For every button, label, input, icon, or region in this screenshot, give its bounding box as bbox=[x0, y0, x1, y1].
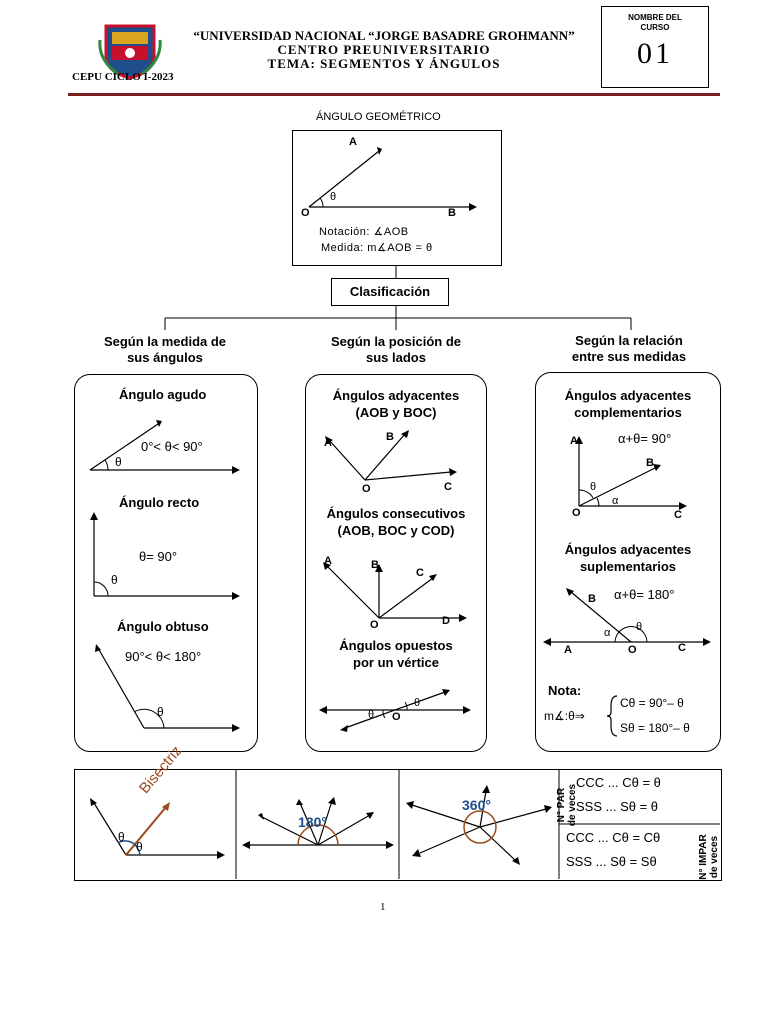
adj-label-o: O bbox=[362, 483, 371, 495]
measure-text: Medida: m∡AOB = θ bbox=[321, 242, 433, 254]
nota-s: Sθ = 180°– θ bbox=[620, 721, 690, 735]
university-name: “UNIVERSIDAD NACIONAL “JORGE BASADRE GRO… bbox=[193, 28, 575, 43]
supl-label-a: A bbox=[564, 644, 572, 656]
panel-measure: Ángulo agudo 0°< θ< 90° Ángulo recto θ= … bbox=[74, 374, 258, 752]
impar-row-sss: SSS ... Sθ = Sθ bbox=[566, 854, 657, 869]
notation-text: Notación: ∡AOB bbox=[319, 226, 409, 238]
obtuse-theta: θ bbox=[157, 705, 164, 719]
deg-360-label: 360° bbox=[462, 797, 491, 813]
cycle-label: CEPU CICLO I-2023 bbox=[72, 71, 174, 83]
nota-c: Cθ = 90°– θ bbox=[620, 696, 684, 710]
par-row-sss: SSS ... Sθ = θ bbox=[576, 799, 659, 814]
comp-label-o: O bbox=[572, 507, 581, 519]
main-point-b: B bbox=[448, 207, 456, 219]
right-title: Ángulo recto bbox=[119, 495, 200, 510]
cons-label-a: A bbox=[324, 555, 332, 567]
cons-label-b: B bbox=[371, 559, 379, 571]
comp-alpha: α bbox=[612, 495, 619, 507]
col1-diagrams bbox=[89, 420, 240, 732]
comp-theta: θ bbox=[590, 481, 597, 493]
comp-label-c: C bbox=[674, 509, 682, 521]
comp-label-a: A bbox=[570, 435, 578, 447]
deg-180-label: 180° bbox=[298, 814, 327, 830]
opp-theta-left: θ bbox=[368, 709, 375, 721]
col3-diagrams bbox=[543, 436, 711, 737]
impar-row-ccc: CCC ... Cθ = Cθ bbox=[566, 830, 661, 845]
opp-label-o: O bbox=[392, 711, 401, 723]
opp-theta-right: θ bbox=[414, 697, 421, 709]
panel-position: Ángulos adyacentes(AOB y BOC) Ángulos co… bbox=[305, 374, 487, 752]
acute-theta: θ bbox=[115, 455, 122, 469]
complementary-formula: α+θ= 90° bbox=[618, 431, 672, 446]
supl-theta: θ bbox=[636, 621, 643, 633]
acute-title: Ángulo agudo bbox=[119, 387, 207, 402]
center-name: CENTRO PREUNIVERSITARIO bbox=[277, 42, 491, 57]
page-number: 1 bbox=[380, 901, 386, 913]
obtuse-title: Ángulo obtuso bbox=[117, 619, 209, 634]
col2-diagrams bbox=[319, 430, 471, 732]
main-angle-diagram bbox=[308, 147, 477, 211]
cons-label-d: D bbox=[442, 615, 450, 627]
adj-label-c: C bbox=[444, 481, 452, 493]
adj-label-b: B bbox=[386, 431, 394, 443]
bisector-theta-lower: θ bbox=[136, 840, 143, 854]
right-formula: θ= 90° bbox=[139, 549, 178, 564]
comp-label-b: B bbox=[646, 457, 654, 469]
supl-label-c: C bbox=[678, 642, 686, 654]
acute-formula: 0°< θ< 90° bbox=[141, 439, 203, 454]
adjacent-title: Ángulos adyacentes(AOB y BOC) bbox=[332, 388, 460, 420]
cons-label-c: C bbox=[416, 567, 424, 579]
bisector-theta-upper: θ bbox=[118, 830, 125, 844]
course-label: NOMBRE DEL CURSO bbox=[628, 13, 682, 32]
nota-title: Nota: bbox=[548, 683, 582, 698]
course-number: 01 bbox=[637, 37, 673, 70]
par-row-ccc: CCC ... Cθ = θ bbox=[576, 775, 661, 790]
main-angle-box: A O B θ Notación: ∡AOB Medida: m∡AOB = θ bbox=[292, 130, 502, 266]
main-theta: θ bbox=[330, 191, 337, 203]
obtuse-formula: 90°< θ< 180° bbox=[125, 649, 202, 664]
tree-connectors bbox=[164, 265, 632, 330]
right-theta: θ bbox=[111, 573, 118, 587]
bottom-table-diagrams bbox=[90, 769, 720, 879]
main-title: ÁNGULO GEOMÉTRICO bbox=[316, 111, 441, 123]
course-box: NOMBRE DEL CURSO 01 bbox=[601, 6, 709, 88]
supl-label-b: B bbox=[588, 593, 596, 605]
supplementary-formula: α+θ= 180° bbox=[614, 587, 675, 602]
supl-alpha: α bbox=[604, 627, 611, 639]
nota-lhs: m∡:θ⇒ bbox=[544, 709, 585, 723]
supl-label-o: O bbox=[628, 644, 637, 656]
cons-label-o: O bbox=[370, 619, 379, 631]
classification-box: Clasificación bbox=[331, 278, 449, 306]
header-divider bbox=[68, 93, 720, 96]
bottom-table bbox=[74, 769, 722, 881]
university-logo-icon bbox=[98, 24, 162, 80]
topic-title: TEMA: SEGMENTOS Y ÁNGULOS bbox=[267, 56, 501, 71]
main-point-o: O bbox=[301, 207, 310, 219]
consecutive-title: Ángulos consecutivos(AOB, BOC y COD) bbox=[326, 506, 466, 538]
main-point-a: A bbox=[349, 136, 357, 148]
